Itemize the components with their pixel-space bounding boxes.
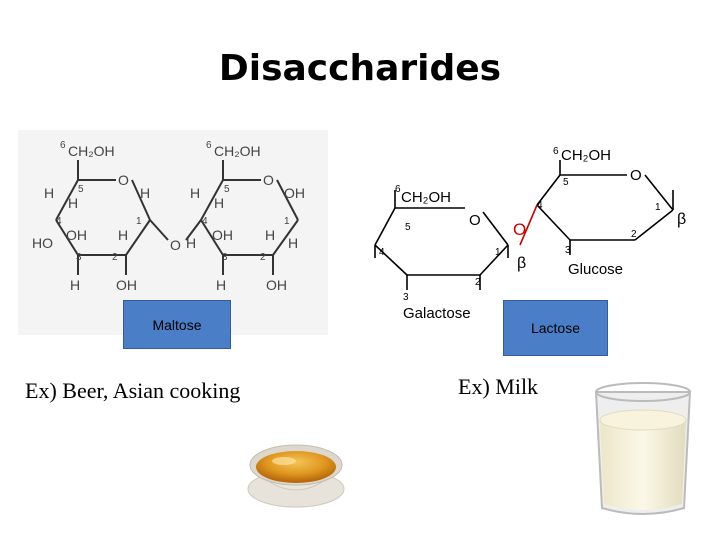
maltose-label: Maltose xyxy=(152,316,202,333)
page-title: Disaccharides xyxy=(218,48,502,89)
galactose-beta: β xyxy=(517,255,526,272)
maltose-label-box: Maltose xyxy=(123,300,231,349)
maltose-r1-oh2: OH xyxy=(116,277,137,293)
maltose-r2-ch2oh: CH₂OH xyxy=(214,143,261,159)
maltose-r2-h1b: H xyxy=(288,235,298,251)
galactose-name: Galactose xyxy=(403,305,471,322)
galactose-c4: 4 xyxy=(379,247,385,258)
maltose-r1-h5b: H xyxy=(68,195,78,211)
maltose-r2-oh3: OH xyxy=(212,227,233,243)
maltose-r1-oh3: OH xyxy=(66,227,87,243)
glucose-o: O xyxy=(630,167,642,184)
maltose-r1-c1: 1 xyxy=(136,216,142,227)
glucose-beta: β xyxy=(677,211,686,228)
maltose-r1-c5: 5 xyxy=(78,184,84,195)
maltose-r2-h2: H xyxy=(265,227,275,243)
maltose-r2-h3: H xyxy=(216,277,226,293)
maltose-r2-oh1: OH xyxy=(284,185,305,201)
glucose-c1: 1 xyxy=(655,202,661,213)
maltose-example: Ex) Beer, Asian cooking xyxy=(25,378,241,403)
maltose-r2-h5: H xyxy=(190,185,200,201)
maltose-r1-h5: H xyxy=(44,185,54,201)
maltose-r2-h4: H xyxy=(186,235,196,251)
glucose-c6: 6 xyxy=(553,146,559,157)
maltose-bridge-o: O xyxy=(170,237,181,253)
maltose-r2-c6: 6 xyxy=(206,140,212,151)
maltose-r1-o: O xyxy=(118,172,129,188)
lactose-structure: 6 CH₂OH O 5 4 1 2 3 β Glucose O 6 CH₂OH … xyxy=(374,146,686,322)
galactose-c6: 6 xyxy=(395,184,401,195)
maltose-r2-o: O xyxy=(263,172,274,188)
galactose-c5: 5 xyxy=(405,222,411,233)
lactose-label-box: Lactose xyxy=(503,300,608,356)
maltose-r2-c3: 3 xyxy=(222,252,228,263)
maltose-r2-oh2: OH xyxy=(266,277,287,293)
maltose-r1-ch2oh: CH₂OH xyxy=(68,143,115,159)
honey-bowl-image xyxy=(247,444,345,508)
galactose-c3: 3 xyxy=(403,292,409,303)
maltose-r1-h3: H xyxy=(70,277,80,293)
galactose-o: O xyxy=(469,212,481,229)
milk-glass-image xyxy=(594,382,692,515)
maltose-r2-c5: 5 xyxy=(224,184,230,195)
maltose-r1-c4: 4 xyxy=(56,216,62,227)
maltose-r1-h1: H xyxy=(140,185,150,201)
maltose-r2-c4: 4 xyxy=(202,216,208,227)
lactose-bridge-o: O xyxy=(513,220,526,239)
galactose-c2: 2 xyxy=(475,277,481,288)
glucose-c3: 3 xyxy=(565,245,571,256)
glucose-name: Glucose xyxy=(568,261,623,278)
lactose-label: Lactose xyxy=(530,320,581,336)
glucose-c2: 2 xyxy=(631,229,637,240)
maltose-r1-h2: H xyxy=(118,227,128,243)
maltose-r1-c3: 3 xyxy=(76,252,82,263)
lactose-example: Ex) Milk xyxy=(458,374,539,399)
maltose-r1-ho: HO xyxy=(32,235,53,251)
glucose-c5: 5 xyxy=(563,177,569,188)
glucose-ch2oh: CH₂OH xyxy=(561,147,611,164)
maltose-r2-c2: 2 xyxy=(260,252,266,263)
galactose-ch2oh: CH₂OH xyxy=(401,189,451,206)
maltose-r1-c2: 2 xyxy=(112,252,118,263)
galactose-c1: 1 xyxy=(495,247,501,258)
glucose-c4: 4 xyxy=(537,200,543,211)
maltose-r2-h5b: H xyxy=(214,195,224,211)
maltose-r1-c6: 6 xyxy=(60,140,66,151)
maltose-r2-c1: 1 xyxy=(284,216,290,227)
